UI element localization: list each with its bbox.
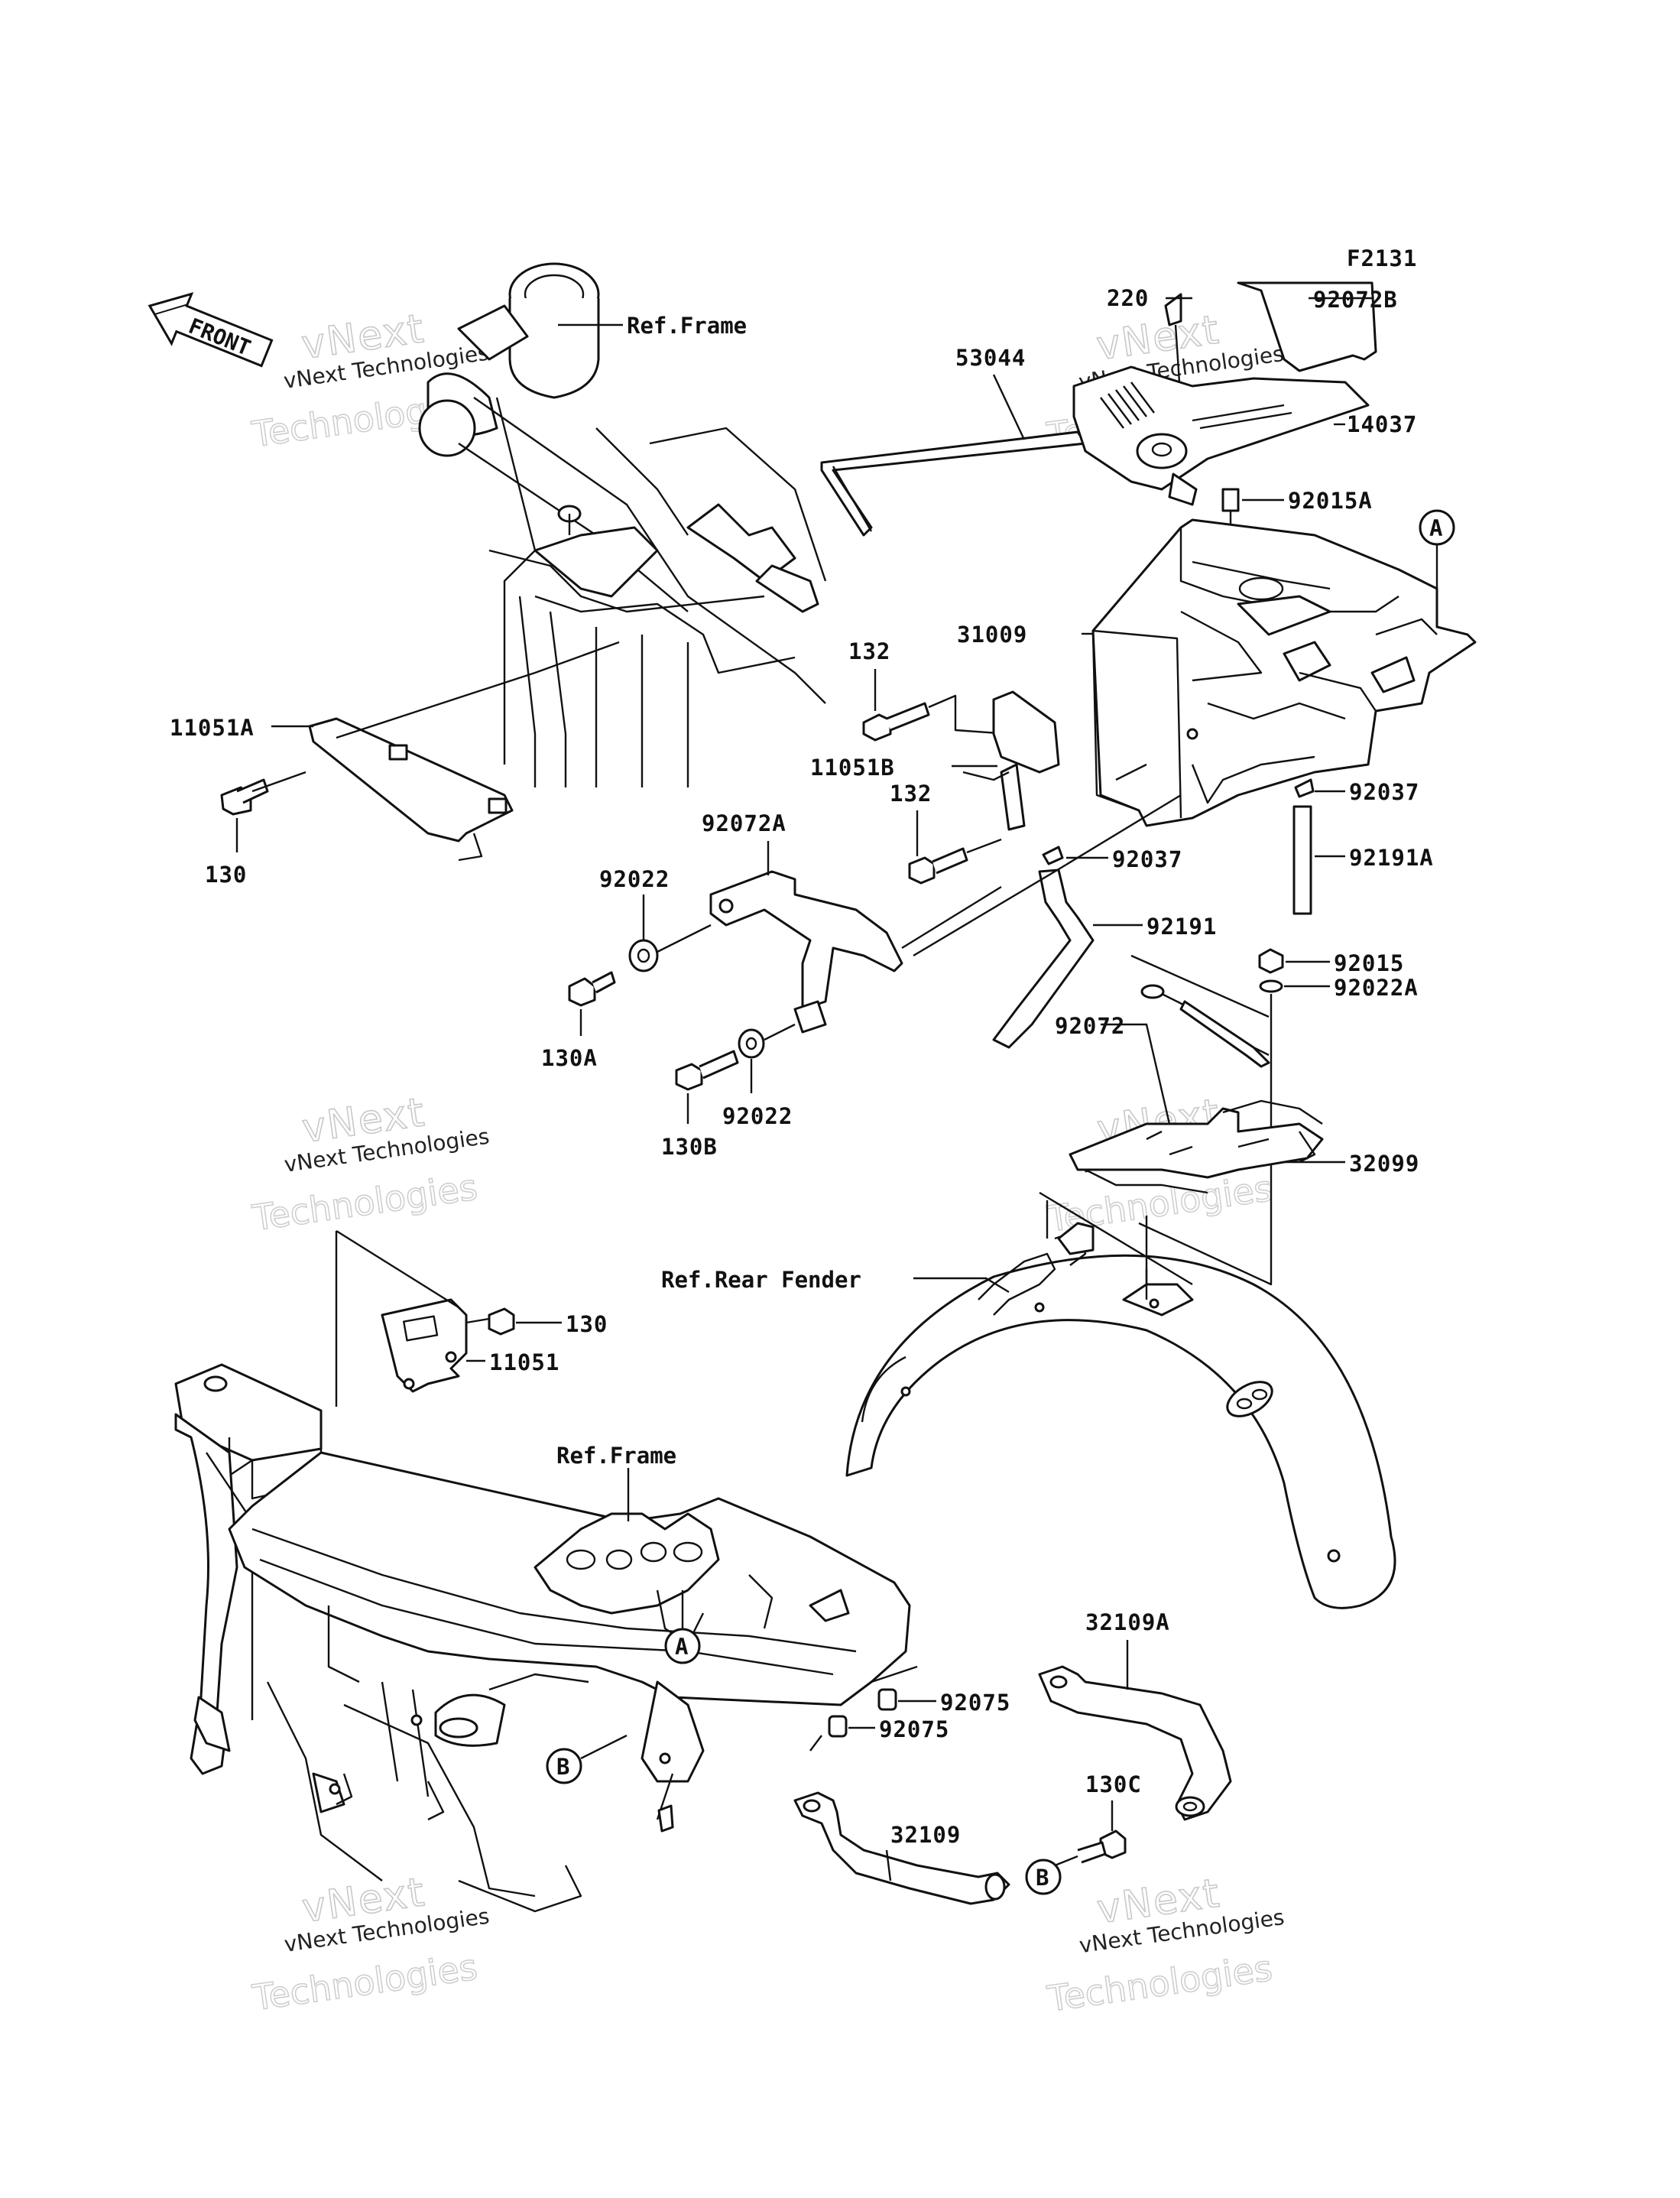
part-label-92191: 92191 bbox=[1146, 914, 1217, 940]
ref-frame-top: Ref.Frame bbox=[627, 313, 747, 339]
svg-text:Technologies: Technologies bbox=[250, 1946, 480, 2019]
bracket-92072A-drawing bbox=[568, 870, 1002, 1091]
leader-ref-rear-fender bbox=[913, 1277, 1010, 1294]
front-arrow: FRONT bbox=[148, 292, 274, 368]
strap-53044-drawing bbox=[820, 430, 1087, 537]
bracket-11051-drawing bbox=[335, 1229, 515, 1407]
bracket-11051A-drawing bbox=[220, 641, 620, 862]
part-label-92072B: 92072B bbox=[1313, 287, 1398, 313]
bushings-92075-drawing bbox=[809, 1665, 918, 1752]
leader-53044 bbox=[992, 374, 1026, 440]
svg-text:Technologies: Technologies bbox=[250, 1167, 480, 1239]
part-label-92015A: 92015A bbox=[1288, 488, 1373, 514]
cover-14037-drawing bbox=[1072, 281, 1377, 506]
frame-rear-drawing bbox=[174, 1363, 911, 1913]
part-label-32099: 32099 bbox=[1349, 1151, 1419, 1177]
nut-washer-strap-drawing bbox=[1130, 948, 1284, 1286]
part-label-53044: 53044 bbox=[955, 345, 1026, 371]
hose-92191A-drawing bbox=[913, 778, 1315, 1049]
svg-text:Technologies: Technologies bbox=[1045, 1947, 1275, 2020]
battery-case-31009-drawing bbox=[1091, 518, 1477, 827]
part-label-132-top: 132 bbox=[848, 638, 890, 664]
part-label-220: 220 bbox=[1107, 285, 1149, 311]
part-label-92022A: 92022A bbox=[1334, 975, 1419, 1001]
part-label-11051A: 11051A bbox=[170, 715, 255, 741]
part-label-92015: 92015 bbox=[1334, 950, 1404, 976]
leader-callout-B-left bbox=[580, 1734, 628, 1760]
callout-B-right-label: B bbox=[1036, 1865, 1049, 1891]
ref-rear-fender: Ref.Rear Fender bbox=[661, 1267, 861, 1293]
leader-92072 bbox=[1101, 1023, 1171, 1125]
part-label-92072A: 92072A bbox=[702, 810, 786, 836]
callout-B-right bbox=[1025, 1859, 1062, 1895]
part-label-92037-left: 92037 bbox=[1112, 846, 1182, 872]
part-label-11051B: 11051B bbox=[810, 755, 895, 781]
callout-A-bottom-label: A bbox=[675, 1634, 689, 1660]
callout-A-top-label: A bbox=[1429, 515, 1443, 541]
part-label-32109: 32109 bbox=[890, 1822, 961, 1848]
part-label-11051: 11051 bbox=[489, 1349, 559, 1375]
bar-32109-drawing bbox=[793, 1791, 1010, 1905]
frame-head-drawing bbox=[418, 262, 827, 787]
bracket-11051B-drawing bbox=[862, 690, 1060, 885]
part-label-92022-bottom: 92022 bbox=[722, 1103, 793, 1129]
part-label-14037: 14037 bbox=[1347, 411, 1417, 437]
part-label-32109A: 32109A bbox=[1085, 1609, 1170, 1635]
bar-32109A-drawing bbox=[1038, 1665, 1232, 1821]
part-label-130A: 130A bbox=[541, 1045, 598, 1071]
part-label-92191A: 92191A bbox=[1349, 845, 1434, 871]
bracket-32099-drawing bbox=[1069, 1099, 1324, 1194]
callout-B-left-label: B bbox=[556, 1754, 570, 1780]
ref-frame-bottom: Ref.Frame bbox=[556, 1443, 676, 1469]
watermark-mid-left: vNext vNext Technologies Technologies bbox=[249, 1089, 491, 1239]
part-label-92022-top: 92022 bbox=[599, 866, 670, 892]
bolt-130C-drawing bbox=[1054, 1830, 1127, 1867]
part-label-31009: 31009 bbox=[957, 622, 1027, 648]
part-label-92037-right: 92037 bbox=[1349, 779, 1419, 805]
part-label-92072: 92072 bbox=[1055, 1013, 1125, 1039]
fender-guide-lines bbox=[1039, 1191, 1193, 1286]
part-label-92075-bottom: 92075 bbox=[879, 1716, 949, 1742]
watermark-bottom-right: vNext vNext Technologies Technologies bbox=[1044, 1870, 1286, 2021]
part-label-130-top: 130 bbox=[205, 862, 247, 888]
part-label-130C: 130C bbox=[1085, 1771, 1142, 1797]
part-label-132-bottom: 132 bbox=[890, 781, 932, 807]
part-label-92075-top: 92075 bbox=[940, 1690, 1010, 1716]
part-label-130-mid: 130 bbox=[566, 1311, 608, 1337]
watermark-bottom-left: vNext vNext Technologies Technologies bbox=[249, 1868, 491, 2019]
callout-B-left bbox=[546, 1748, 582, 1784]
part-label-130B: 130B bbox=[661, 1134, 718, 1160]
leader-32109 bbox=[885, 1849, 892, 1881]
rear-fender-drawing bbox=[845, 1222, 1396, 1609]
figure-code: F2131 bbox=[1347, 245, 1417, 271]
